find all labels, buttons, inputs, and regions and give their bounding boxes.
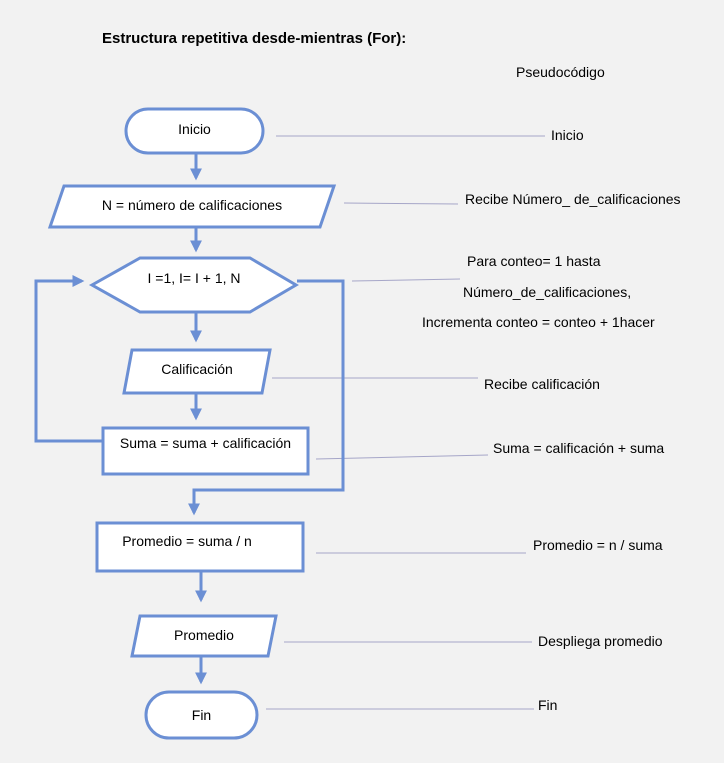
pseudo-average: Promedio = n / suma xyxy=(533,537,663,553)
arrow-loop-exit xyxy=(188,279,345,516)
page-title: Estructura repetitiva desde-mientras (Fo… xyxy=(102,30,407,47)
start-label: Inicio xyxy=(178,121,211,137)
connector-sum xyxy=(315,454,489,460)
connector-input-n xyxy=(343,202,459,205)
pseudocode-heading: Pseudocódigo xyxy=(516,64,605,80)
arrow-loop-back xyxy=(34,275,103,443)
connector-lines xyxy=(266,135,545,710)
sum-process xyxy=(101,426,310,476)
flow-arrows xyxy=(34,154,345,685)
end-terminal xyxy=(144,690,259,740)
pseudo-end: Fin xyxy=(538,697,558,713)
pseudo-output: Despliega promedio xyxy=(538,633,663,649)
pseudo-loop-line-3: Incrementa conteo = conteo + 1hacer xyxy=(422,314,655,330)
pseudo-loop-line-1: Para conteo= 1 hasta xyxy=(467,253,601,269)
pseudo-loop-line-2: Número_de_calificaciones, xyxy=(463,284,632,300)
pseudo-start: Inicio xyxy=(551,127,584,143)
pseudo-input-n: Recibe Número_ de_calificaciones xyxy=(465,191,681,207)
average-process xyxy=(95,521,305,573)
pseudo-input-grade: Recibe calificación xyxy=(484,376,600,392)
loop-hexagon xyxy=(88,256,299,314)
input-n-parallelogram xyxy=(47,184,337,229)
pseudo-sum: Suma = calificación + suma xyxy=(493,440,665,456)
connector-loop xyxy=(351,278,461,282)
start-terminal xyxy=(124,107,265,155)
input-grade-parallelogram xyxy=(122,348,272,395)
input-n-label: N = número de calificaciones xyxy=(101,197,283,213)
sum-label: Suma = suma + calificación xyxy=(119,435,292,451)
output-parallelogram xyxy=(130,614,278,658)
average-label: Promedio = suma / n xyxy=(122,533,252,549)
end-label: Fin xyxy=(191,707,212,723)
output-label: Promedio xyxy=(174,627,234,643)
input-grade-label: Calificación xyxy=(161,361,233,377)
loop-label: I =1, I= I + 1, N xyxy=(147,270,241,286)
